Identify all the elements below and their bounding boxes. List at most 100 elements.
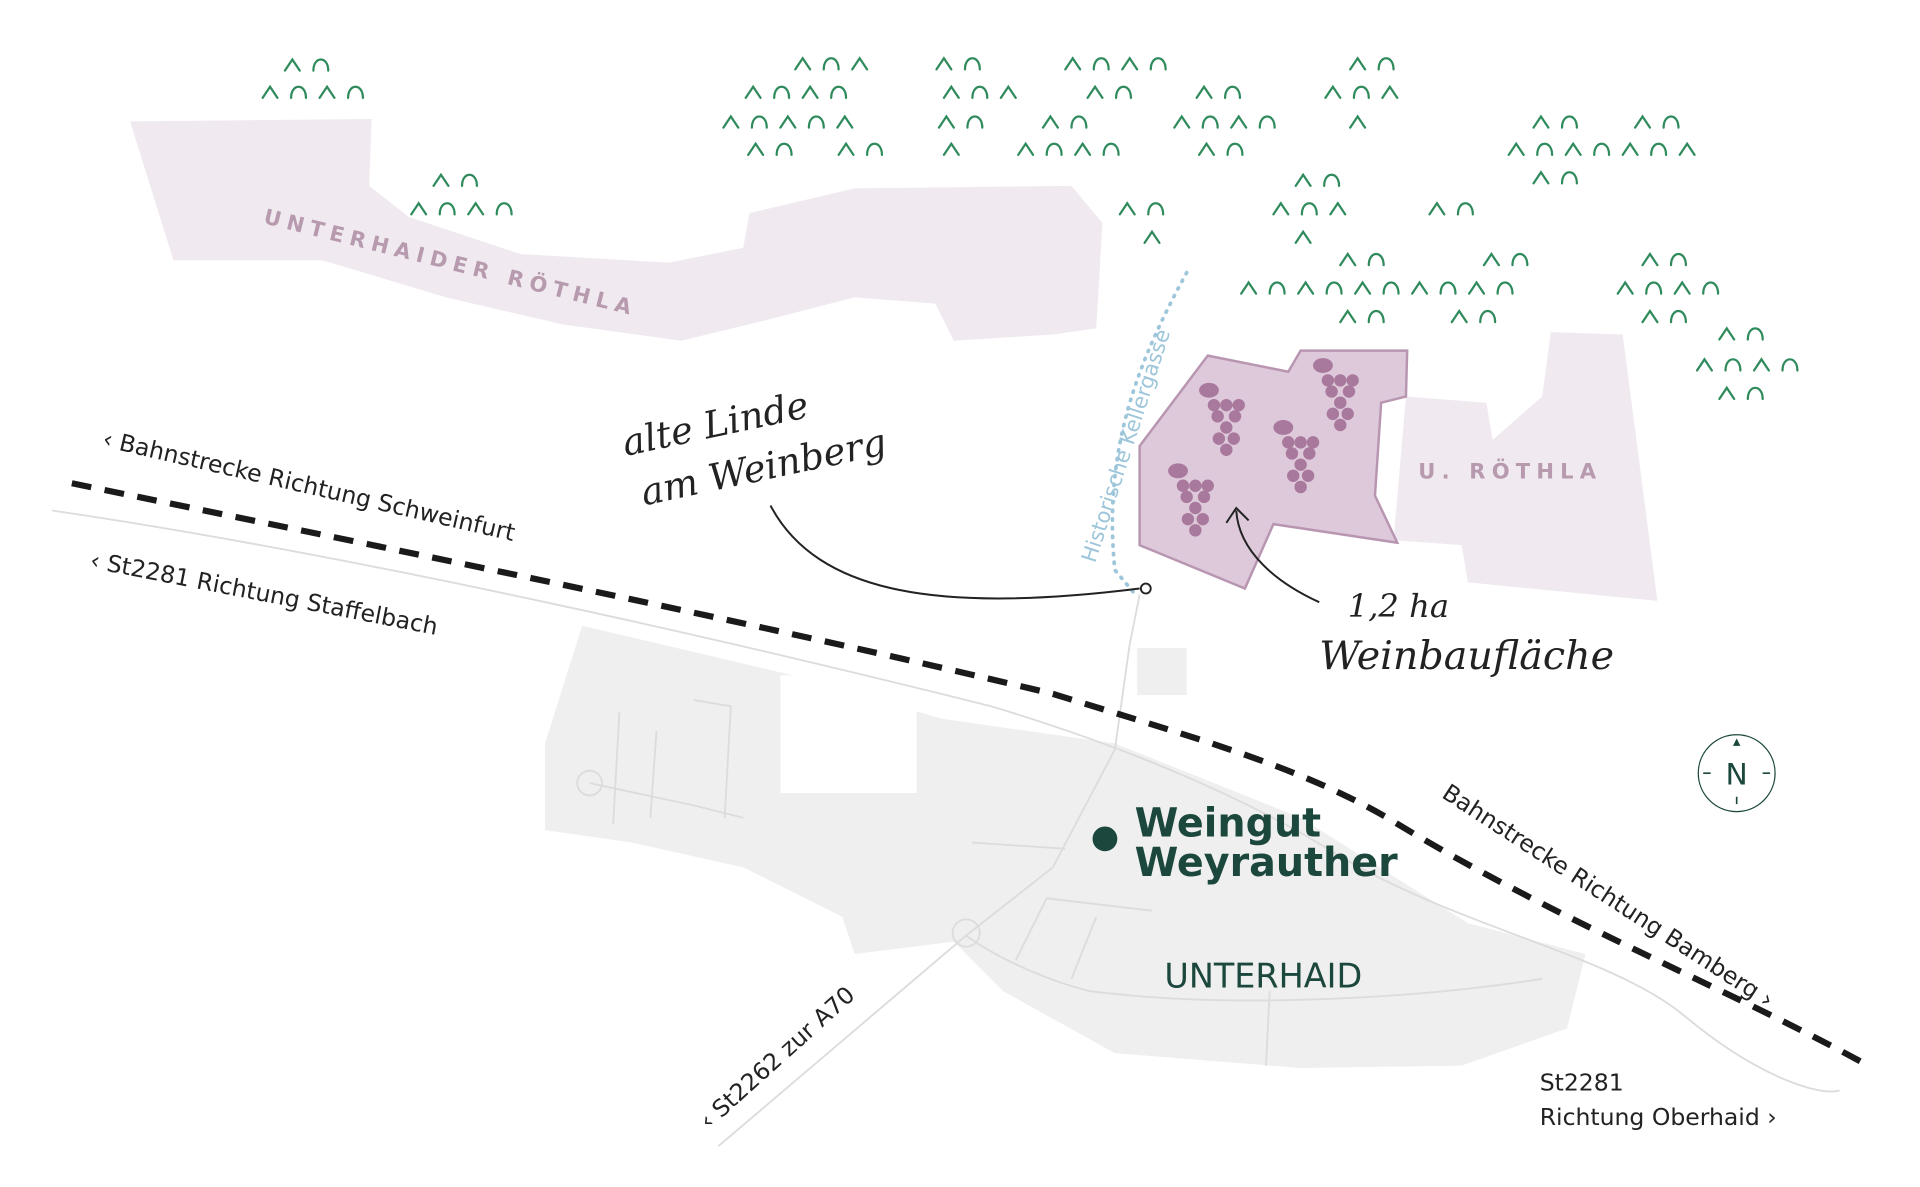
- tree-icon: [1173, 114, 1191, 129]
- tree-icon: [750, 115, 768, 129]
- tree-icon: [1456, 202, 1474, 216]
- tree-icon: [1532, 114, 1550, 129]
- tree-icon: [807, 115, 825, 129]
- tree-icon: [999, 84, 1017, 99]
- tree-icon: [794, 56, 812, 71]
- tree-icon: [1226, 142, 1244, 156]
- tree-icon: [1230, 114, 1248, 129]
- tree-icon: [1560, 115, 1578, 129]
- tree-icon: [1064, 56, 1082, 71]
- tree-icon: [935, 56, 953, 71]
- tree-icon: [410, 201, 428, 216]
- tree-icon: [1195, 84, 1213, 99]
- tree-icon: [1673, 280, 1691, 295]
- tree-icon: [1669, 252, 1687, 267]
- town-area: [545, 625, 1586, 1069]
- tree-icon: [1268, 281, 1286, 295]
- tree-icon: [1367, 252, 1385, 267]
- label-winery-1[interactable]: Weingut: [1135, 800, 1322, 846]
- tree-icon: [1349, 56, 1367, 71]
- tree-icon: [966, 115, 984, 129]
- tree-icon: [1074, 141, 1092, 156]
- tree-icon: [1532, 170, 1550, 185]
- tree-icon: [942, 84, 960, 99]
- tree-icon: [1272, 201, 1290, 216]
- town-block: [780, 675, 917, 793]
- label-road-east-2: Richtung Oberhaid ›: [1540, 1103, 1777, 1131]
- tree-icon: [1564, 141, 1582, 156]
- tree-icon: [1352, 85, 1370, 99]
- tree-icon: [1017, 141, 1035, 156]
- tree-icon: [1349, 114, 1367, 129]
- tree-icon: [1329, 201, 1347, 216]
- tree-icon: [1724, 358, 1742, 372]
- tree-icon: [1621, 141, 1639, 156]
- label-town: UNTERHAID: [1164, 957, 1362, 996]
- tree-icon: [775, 142, 793, 156]
- tree-icon: [1294, 229, 1312, 244]
- label-winery-2[interactable]: Weyrauther: [1135, 840, 1398, 886]
- tree-icon: [438, 202, 456, 216]
- tree-icon: [1323, 173, 1341, 187]
- tree-icon: [1102, 142, 1120, 156]
- tree-icon: [1593, 142, 1611, 156]
- grape-icon: [1313, 358, 1359, 432]
- tree-icon: [1339, 308, 1357, 324]
- tree-icon: [1381, 84, 1399, 99]
- tree-icon: [1450, 308, 1468, 324]
- kellergasse-path[interactable]: [1110, 270, 1189, 595]
- tree-icon: [1223, 85, 1242, 99]
- tree-icon: [432, 172, 450, 187]
- tree-icon: [1121, 56, 1139, 71]
- label-weinbau-2: Weinbaufläche: [1319, 633, 1614, 679]
- tree-icon: [1367, 309, 1385, 324]
- tree-icon: [460, 173, 479, 187]
- tree-icon: [937, 114, 955, 129]
- tree-icon: [467, 201, 485, 216]
- tree-icon: [312, 58, 330, 72]
- tree-icon: [1781, 358, 1799, 372]
- tree-icon: [836, 114, 854, 129]
- tree-icon: [1114, 85, 1133, 99]
- grape-icons: [1168, 358, 1359, 537]
- tree-icon: [942, 141, 960, 156]
- tree-icon: [779, 114, 797, 129]
- tree-icon: [1294, 172, 1312, 187]
- tree-icon: [744, 84, 762, 99]
- tree-icon: [747, 141, 765, 156]
- tree-icon: [1746, 327, 1764, 341]
- tree-icon: [1641, 308, 1659, 324]
- tree-icon: [1092, 57, 1110, 71]
- tree-icon: [261, 84, 279, 99]
- vineyard-area[interactable]: [1138, 349, 1409, 591]
- tree-icon: [283, 57, 301, 72]
- tree-icon: [1496, 281, 1514, 295]
- tree-icon: [1467, 280, 1486, 295]
- compass-icon: N: [1697, 734, 1776, 813]
- alte-linde-marker[interactable]: [1139, 582, 1152, 595]
- tree-icon: [1695, 357, 1714, 372]
- tree-icon: [1086, 84, 1104, 99]
- tree-icon: [1045, 142, 1063, 156]
- tree-icon: [1536, 142, 1554, 156]
- tree-icon: [1149, 57, 1167, 71]
- tree-icon: [830, 85, 848, 99]
- tree-icon: [1411, 280, 1429, 295]
- tree-icon: [963, 57, 981, 71]
- tree-icon: [851, 56, 869, 71]
- tree-icon: [837, 141, 855, 156]
- tree-icon: [1258, 115, 1276, 129]
- tree-icon: [1746, 386, 1764, 401]
- tree-icon: [1702, 281, 1720, 295]
- tree-icon: [1339, 251, 1357, 267]
- winery-marker[interactable]: [1092, 826, 1118, 852]
- tree-icon: [1240, 280, 1258, 295]
- tree-icon: [1300, 202, 1318, 216]
- tree-icon: [971, 85, 989, 99]
- tree-icon: [1511, 252, 1529, 267]
- grape-icon: [1199, 382, 1245, 456]
- label-road-east-1: St2281: [1540, 1068, 1624, 1096]
- label-road-west: ‹ St2281 Richtung Staffelbach: [88, 546, 440, 641]
